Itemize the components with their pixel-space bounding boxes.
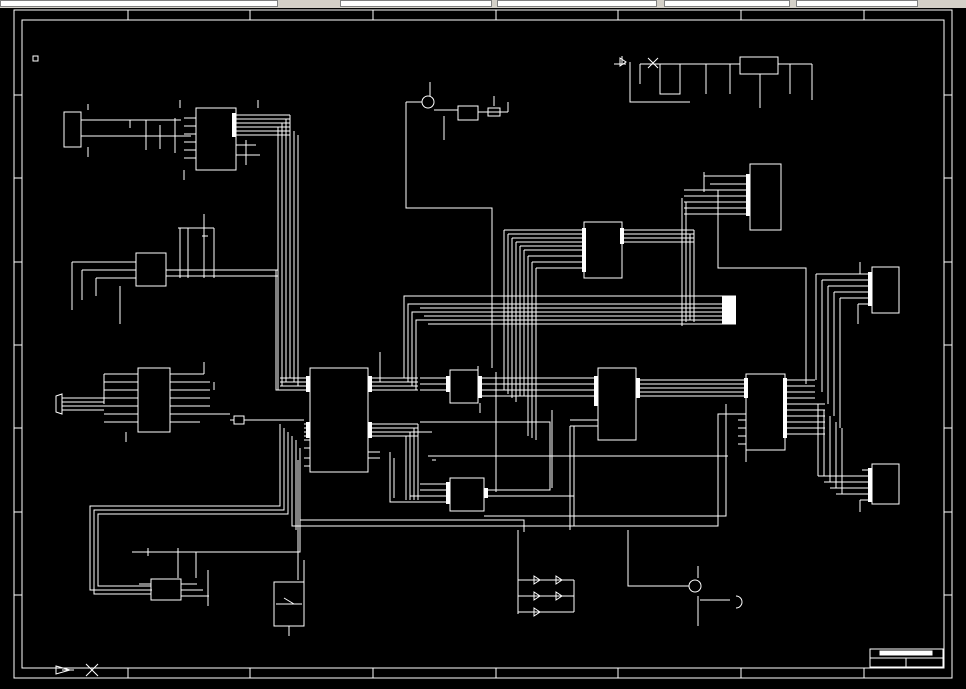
crosshair-icon xyxy=(85,663,99,677)
toolbar-field-1[interactable] xyxy=(0,0,278,7)
connector-j2[interactable] xyxy=(816,262,900,324)
ic-u11[interactable] xyxy=(132,548,209,606)
relay-k1[interactable] xyxy=(273,581,305,636)
toolbar-field-4[interactable] xyxy=(664,0,790,7)
ic-u7[interactable] xyxy=(504,221,694,279)
transistor-q1[interactable] xyxy=(405,82,509,368)
connector-j1[interactable] xyxy=(63,104,191,157)
transistor-q2[interactable] xyxy=(627,530,743,626)
wire-buses xyxy=(89,115,843,620)
junctions xyxy=(232,113,872,504)
arrow-marker-icon xyxy=(55,665,74,675)
ic-u3[interactable] xyxy=(103,362,304,442)
ic-u8[interactable] xyxy=(684,163,807,384)
layer-icon[interactable] xyxy=(293,0,302,7)
toolbar-field-2[interactable] xyxy=(340,0,492,7)
ic-u1[interactable] xyxy=(179,100,290,180)
toolbar-field-3[interactable] xyxy=(497,0,657,7)
schematic-canvas[interactable] xyxy=(0,8,966,689)
toolbar xyxy=(0,0,966,8)
ic-u9[interactable] xyxy=(738,373,825,451)
sheet-frame xyxy=(13,9,953,679)
connector-db9[interactable] xyxy=(55,393,104,415)
component-icon[interactable] xyxy=(316,0,325,7)
toolbar-field-5[interactable] xyxy=(796,0,918,7)
zoom-icon[interactable] xyxy=(282,0,291,7)
mcu-u4[interactable] xyxy=(280,352,418,473)
components xyxy=(55,56,900,636)
origin-marker-icon xyxy=(32,55,39,62)
ic-u2[interactable] xyxy=(71,214,278,324)
diode-array[interactable] xyxy=(517,530,575,617)
regulator-u12[interactable] xyxy=(614,56,813,108)
